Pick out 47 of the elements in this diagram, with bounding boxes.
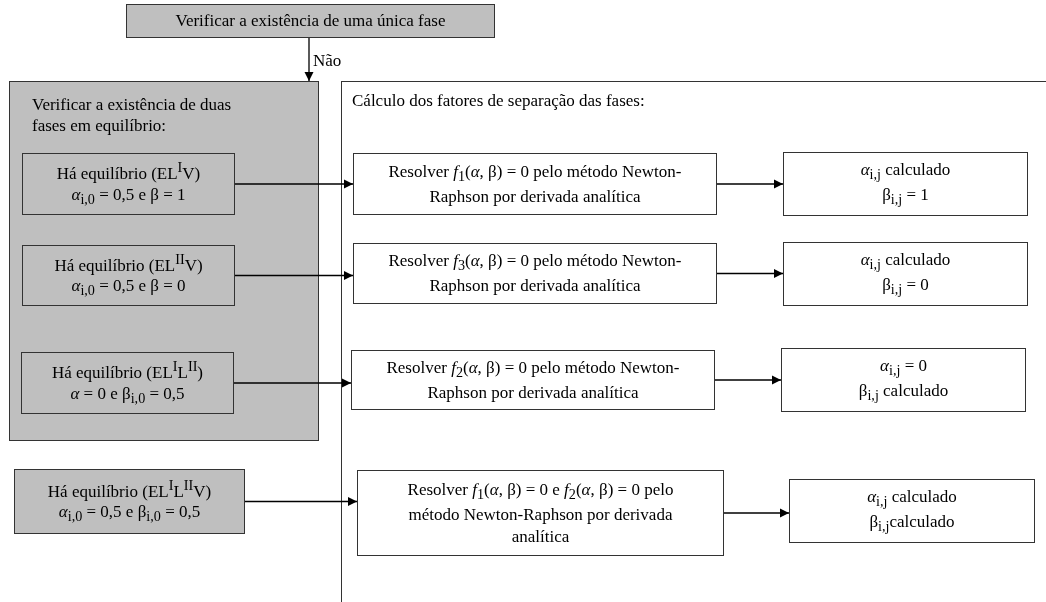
process-box — [22, 245, 235, 306]
arrow — [723, 508, 790, 518]
process-box — [21, 352, 234, 414]
arrow — [234, 270, 354, 281]
box-text: Resolver f$_{3}$(α, β) = 0 pelo método Newton-Raphson por derivada analítica — [387, 250, 683, 297]
box-text: Resolver f$_{1}$(α, β) = 0 pelo método Newton-Raphson por derivada analítica — [387, 160, 683, 208]
process-box — [783, 152, 1028, 216]
box-text: β$_{i,j}$ calculado — [858, 380, 949, 406]
process-box — [14, 469, 245, 534]
box-text: α = 0 e β$_{i,0}$ = 0,5 — [70, 382, 185, 408]
box-text: Há equilíbrio (EL$^{I}$L$^{II}$) — [51, 358, 204, 383]
box-text: Resolver f$_{1}$(α, β) = 0 e f$_{2}$(α, β) = 0 pelo método Newton-Raphson por derivada analítica — [406, 479, 675, 547]
process-box — [353, 243, 717, 304]
panel-heading: Cálculo dos fatores de separação das fases: — [352, 90, 645, 112]
box-text: α$_{i,0}$ = 0,5 e β = 0 — [71, 275, 186, 301]
box-text: Resolver f$_{2}$(α, β) = 0 pelo método Newton-Raphson por derivada analítica — [385, 356, 681, 404]
process-box — [357, 470, 724, 556]
box-text: β$_{i,j}$ = 0 — [882, 274, 929, 300]
process-box — [351, 350, 715, 410]
arrow — [233, 378, 352, 388]
box-text: β$_{i,j}$calculado — [869, 511, 955, 537]
box-text: Há equilíbrio (EL$^{II}$V) — [54, 250, 203, 276]
arrow — [304, 37, 314, 82]
box-text: α$_{i,j}$ calculado — [867, 485, 957, 511]
arrow — [244, 496, 358, 507]
box-text: Há equilíbrio (EL$^{I}$L$^{II}$V) — [47, 476, 212, 502]
box-text: Verificar a existência de uma única fase — [175, 10, 446, 32]
arrow — [234, 179, 354, 189]
box-text: α$_{i,j}$ calculado — [860, 158, 951, 184]
process-box — [783, 242, 1028, 306]
process-box — [22, 153, 235, 215]
arrow — [716, 268, 784, 279]
process-box — [126, 4, 495, 38]
box-text: α$_{i,0}$ = 0,5 e β = 1 — [71, 183, 186, 209]
process-box — [353, 153, 717, 215]
box-text: α$_{i,0}$ = 0,5 e β$_{i,0}$ = 0,5 — [58, 501, 201, 527]
box-text: α$_{i,j}$ = 0 — [880, 354, 927, 380]
group-panel — [341, 81, 1046, 602]
group-panel — [9, 81, 319, 441]
box-text: α$_{i,j}$ calculado — [860, 248, 951, 274]
panel-heading: Verificar a existência de duas fases em equilíbrio: — [32, 94, 233, 137]
box-text: β$_{i,j}$ = 1 — [882, 184, 929, 210]
process-box — [789, 479, 1035, 543]
process-box — [781, 348, 1026, 412]
arrow — [714, 375, 782, 385]
arrow — [716, 179, 784, 189]
box-text: Há equilíbrio (EL$^{I}$V) — [56, 159, 201, 184]
